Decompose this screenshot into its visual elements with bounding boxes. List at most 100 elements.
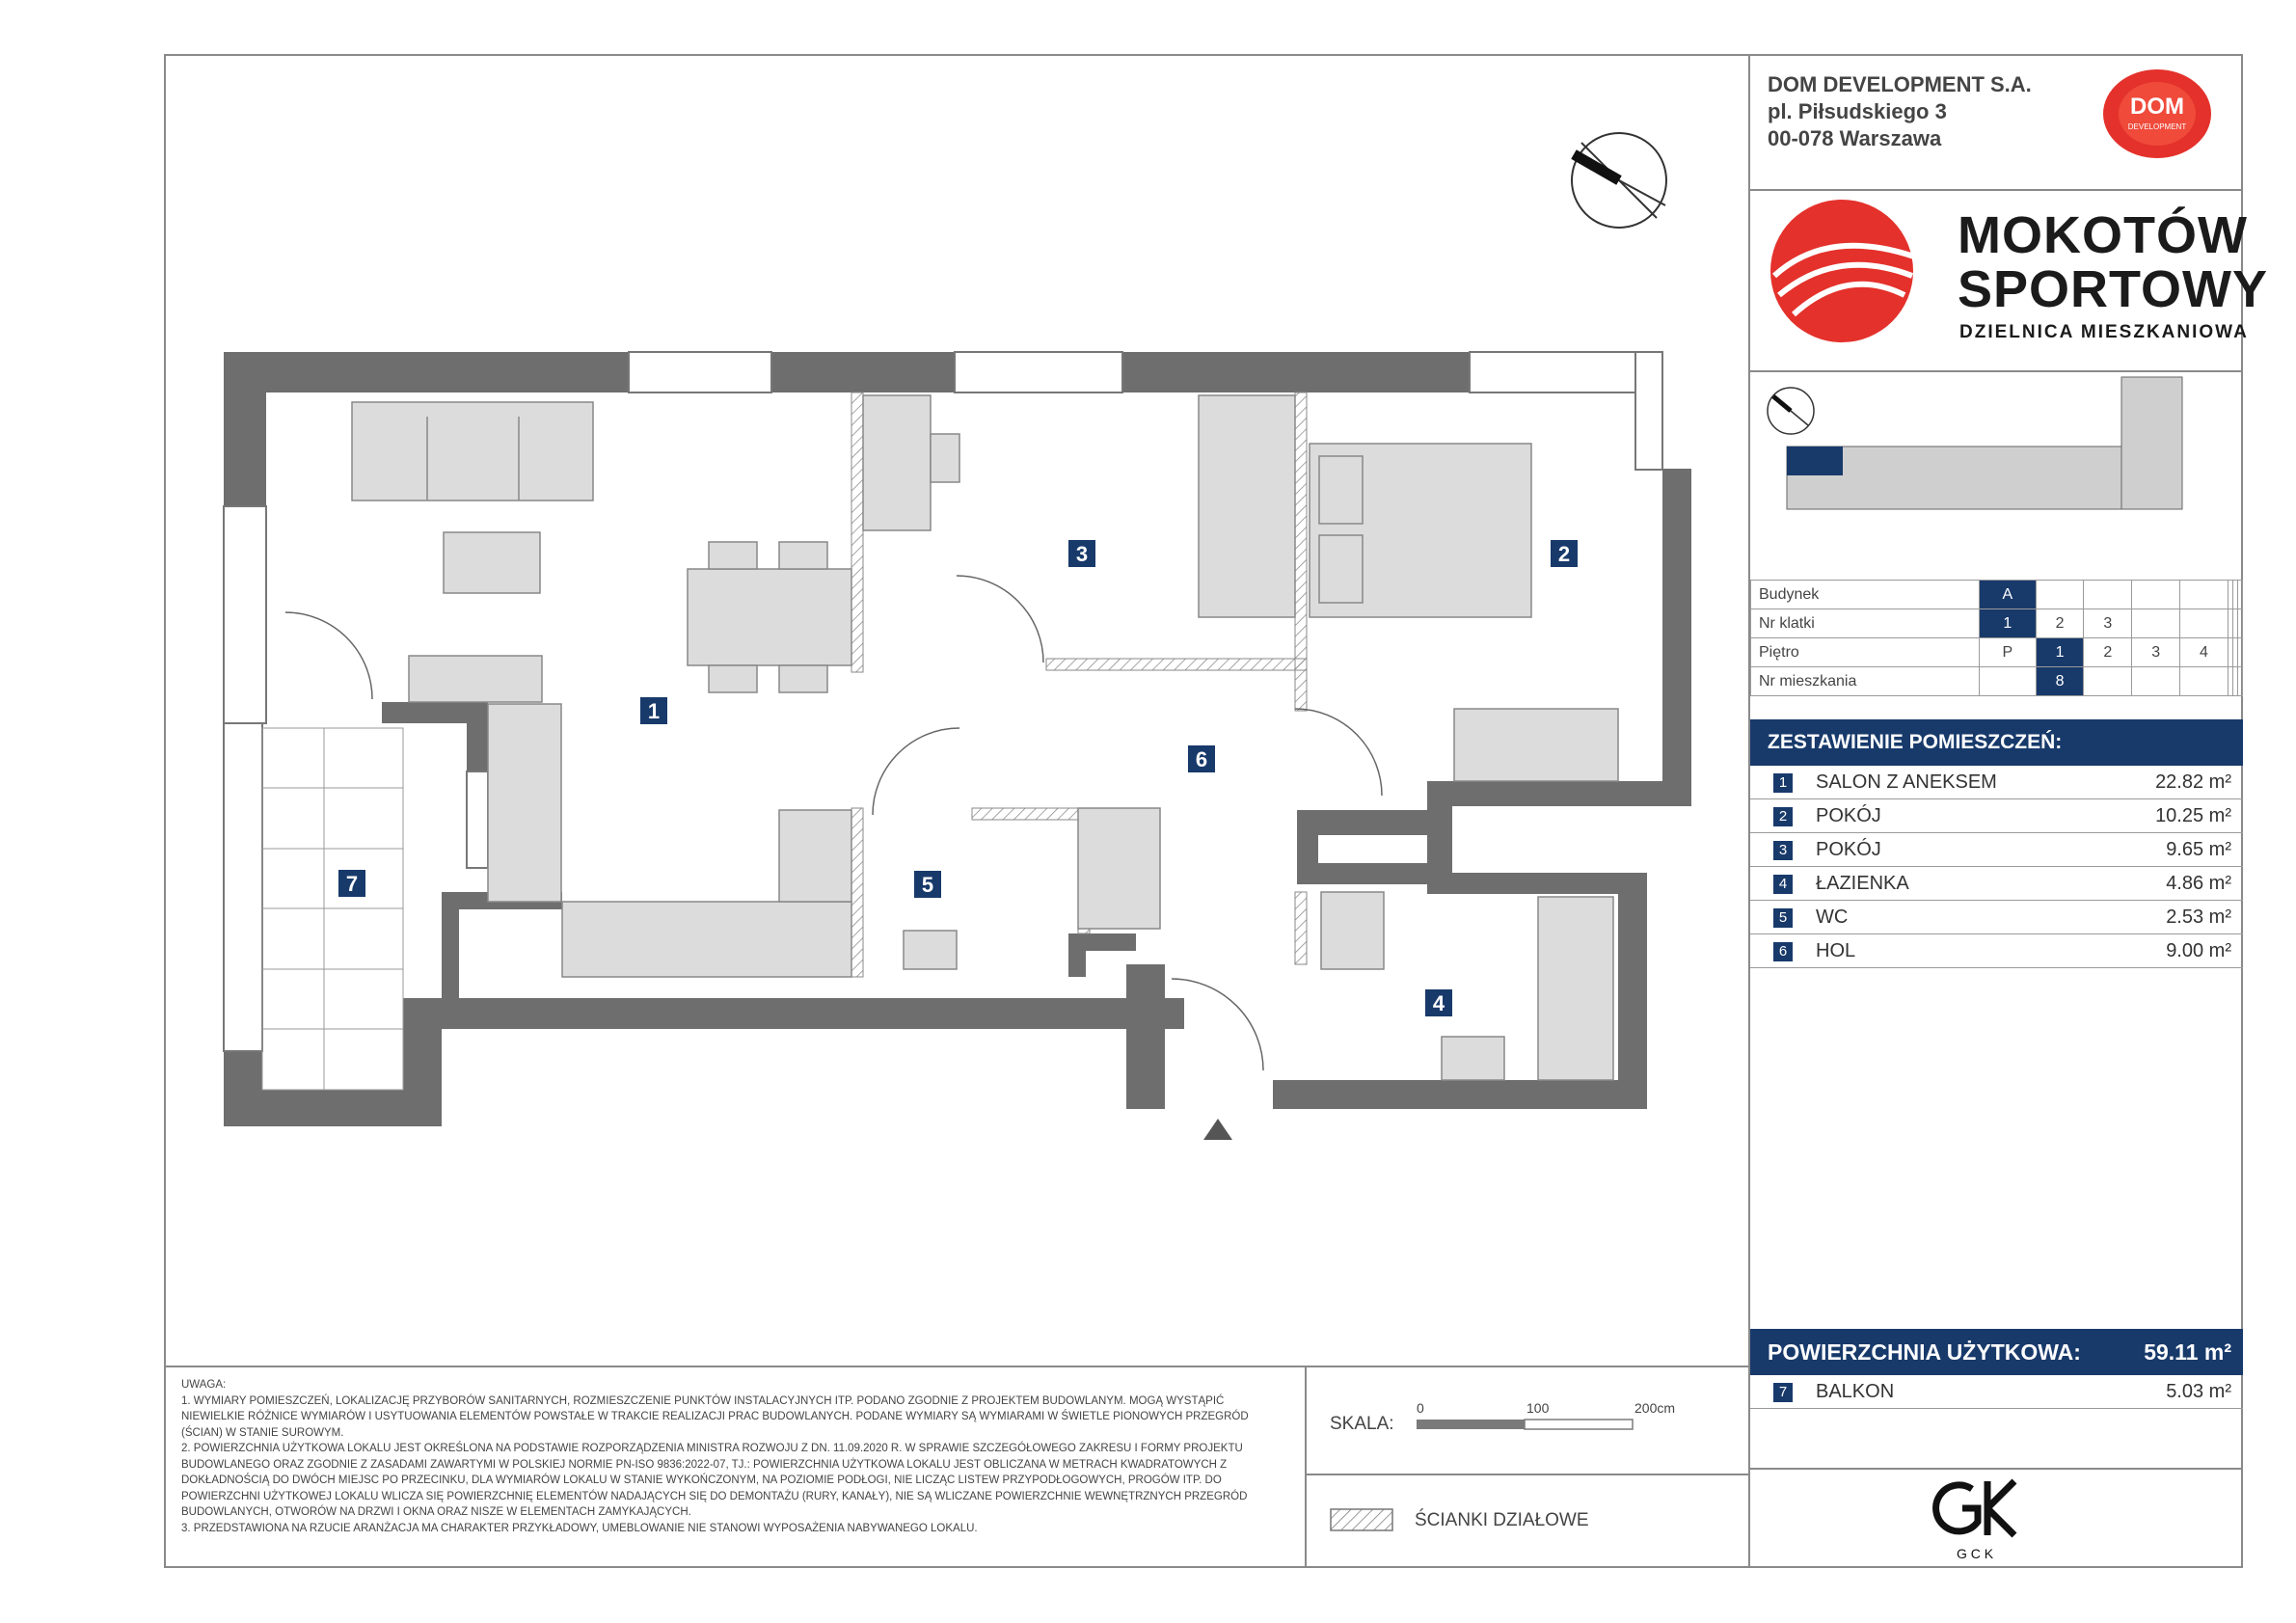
dom-development-logo: DOM DEVELOPMENT <box>2103 69 2211 158</box>
svg-text:3: 3 <box>1076 542 1088 566</box>
stair-2: 2 <box>2035 609 2085 638</box>
floor-plan: 1 2 3 4 5 6 7 <box>223 132 1691 1140</box>
compass-icon <box>1571 132 1667 229</box>
scale-tick: 0 <box>1417 1400 1424 1416</box>
room-row: 6 HOL 9.00 m² <box>1750 934 2243 968</box>
room-area: 10.25 m² <box>2155 805 2231 826</box>
scale-legend-box: SKALA: 0 100 200cm ŚCIANKI DZIAŁOWE <box>1307 1366 1748 1568</box>
project-logo-icon <box>1770 200 1915 342</box>
divider <box>1750 189 2243 191</box>
flat-number: 8 <box>2035 666 2085 696</box>
door-swings <box>284 575 1383 1071</box>
room-row: 4 ŁAZIENKA 4.86 m² <box>1750 867 2243 901</box>
room-number: 2 <box>1773 807 1793 826</box>
room-name: POKÓJ <box>1816 805 1881 826</box>
flat-label: Nr mieszkania <box>1750 666 1980 696</box>
project-brand: MOKOTÓW SPORTOWY DZIELNICA MIESZKANIOWA <box>1769 199 2267 343</box>
building-label: Budynek <box>1750 580 1980 609</box>
room-name: SALON Z ANEKSEM <box>1816 771 1997 793</box>
room-row: 5 WC 2.53 m² <box>1750 901 2243 934</box>
scale-label: SKALA: <box>1330 1414 1394 1434</box>
company-block: DOM DEVELOPMENT S.A. pl. Piłsudskiego 3 … <box>1768 71 2032 152</box>
room-row: 2 POKÓJ 10.25 m² <box>1750 799 2243 833</box>
project-title-line1: MOKOTÓW <box>1958 206 2248 264</box>
room-row: 3 POKÓJ 9.65 m² <box>1750 833 2243 867</box>
stair-1: 1 <box>1979 609 2037 638</box>
room-name: ŁAZIENKA <box>1816 873 1909 894</box>
room-name: POKÓJ <box>1816 839 1881 860</box>
total-value: 59.11 m² <box>2144 1339 2231 1365</box>
room-number: 6 <box>1773 942 1793 961</box>
furniture <box>351 394 1619 1081</box>
partition-walls <box>851 392 1308 978</box>
note-item: 3. Przedstawiona na rzucie aranżacja ma … <box>181 1522 978 1534</box>
balcony-tiles <box>261 727 404 1091</box>
drawing-frame <box>164 54 2243 1568</box>
project-subtitle: DZIELNICA MIESZKANIOWA <box>1959 322 2249 342</box>
divider <box>1750 370 2243 372</box>
room-name: WC <box>1816 906 1849 928</box>
mini-compass-icon <box>1767 387 1815 435</box>
project-title-line2: SPORTOWY <box>1958 260 2269 318</box>
company-address-1: pl. Piłsudskiego 3 <box>1768 99 1947 123</box>
note-item: 1. Wymiary pomieszczeń, lokalizację przy… <box>181 1394 1249 1439</box>
gck-logo: G C K <box>1932 1478 2017 1561</box>
floor-label: Piętro <box>1750 637 1980 667</box>
notes-title: UWAGA: <box>181 1379 227 1391</box>
balcony-list: 7 BALKON 5.03 m² <box>1750 1375 2243 1409</box>
stair-3: 3 <box>2083 609 2133 638</box>
balcony-row: 7 BALKON 5.03 m² <box>1750 1375 2243 1409</box>
balcony-number: 7 <box>1773 1383 1793 1402</box>
room-area: 2.53 m² <box>2166 906 2231 928</box>
scale-bar <box>1417 1419 1634 1430</box>
room-number: 4 <box>1773 875 1793 894</box>
floor-2: 2 <box>2083 637 2133 667</box>
svg-text:1: 1 <box>648 699 660 723</box>
building-value: A <box>1979 580 2037 609</box>
floor-3: 3 <box>2131 637 2181 667</box>
room-area: 22.82 m² <box>2155 771 2231 793</box>
exterior-walls <box>224 352 1691 1126</box>
svg-text:7: 7 <box>346 872 358 896</box>
notes: UWAGA: 1. Wymiary pomieszczeń, lokalizac… <box>181 1377 1290 1536</box>
svg-text:5: 5 <box>922 873 933 897</box>
room-area: 9.65 m² <box>2166 839 2231 860</box>
room-number: 3 <box>1773 841 1793 860</box>
total-label: POWIERZCHNIA UŻYTKOWA: <box>1768 1339 2081 1365</box>
usable-area-total: POWIERZCHNIA UŻYTKOWA: 59.11 m² <box>1750 1329 2243 1375</box>
gck-logo-text: G C K <box>1957 1546 1994 1561</box>
room-name: HOL <box>1816 940 1856 961</box>
balcony-name: BALKON <box>1816 1381 1895 1402</box>
company-address-2: 00-078 Warszawa <box>1768 126 1942 150</box>
floor-1: 1 <box>2035 637 2085 667</box>
room-area: 9.00 m² <box>2166 940 2231 961</box>
entrance-marker <box>1203 1119 1232 1140</box>
stair-label: Nr klatki <box>1750 609 1980 638</box>
room-area: 4.86 m² <box>2166 873 2231 894</box>
windows <box>223 351 1663 1052</box>
selected-flat-marker <box>1787 446 1843 475</box>
scale-tick: 100 <box>1526 1400 1550 1416</box>
svg-text:DOM: DOM <box>2130 94 2184 120</box>
floor-4: 4 <box>2179 637 2228 667</box>
room-row: 1 SALON Z ANEKSEM 22.82 m² <box>1750 766 2243 799</box>
scale-tick: 200cm <box>1634 1400 1676 1416</box>
rooms-header: ZESTAWIENIE POMIESZCZEŃ: <box>1750 719 2243 766</box>
svg-text:6: 6 <box>1196 747 1207 771</box>
company-name: DOM DEVELOPMENT S.A. <box>1768 72 2032 96</box>
svg-text:DEVELOPMENT: DEVELOPMENT <box>2128 122 2187 131</box>
divider <box>1307 1474 1748 1475</box>
floor-p: P <box>1979 637 2037 667</box>
divider <box>1750 1468 2243 1470</box>
balcony-area: 5.03 m² <box>2166 1381 2231 1402</box>
location-table: Budynek A Nr klatki 1 2 3 Piętro P 1 2 3… <box>1750 580 2244 696</box>
room-number: 1 <box>1773 773 1793 793</box>
partition-swatch-icon <box>1330 1508 1393 1531</box>
svg-text:4: 4 <box>1433 991 1445 1015</box>
room-number: 5 <box>1773 908 1793 928</box>
note-item: 2. Powierzchnia użytkowa lokalu jest okr… <box>181 1443 1248 1518</box>
notes-box: UWAGA: 1. Wymiary pomieszczeń, lokalizac… <box>164 1366 1307 1568</box>
info-panel: DOM DEVELOPMENT S.A. pl. Piłsudskiego 3 … <box>1748 54 2267 1568</box>
room-labels: 1 2 3 4 5 6 7 <box>338 540 1578 1016</box>
